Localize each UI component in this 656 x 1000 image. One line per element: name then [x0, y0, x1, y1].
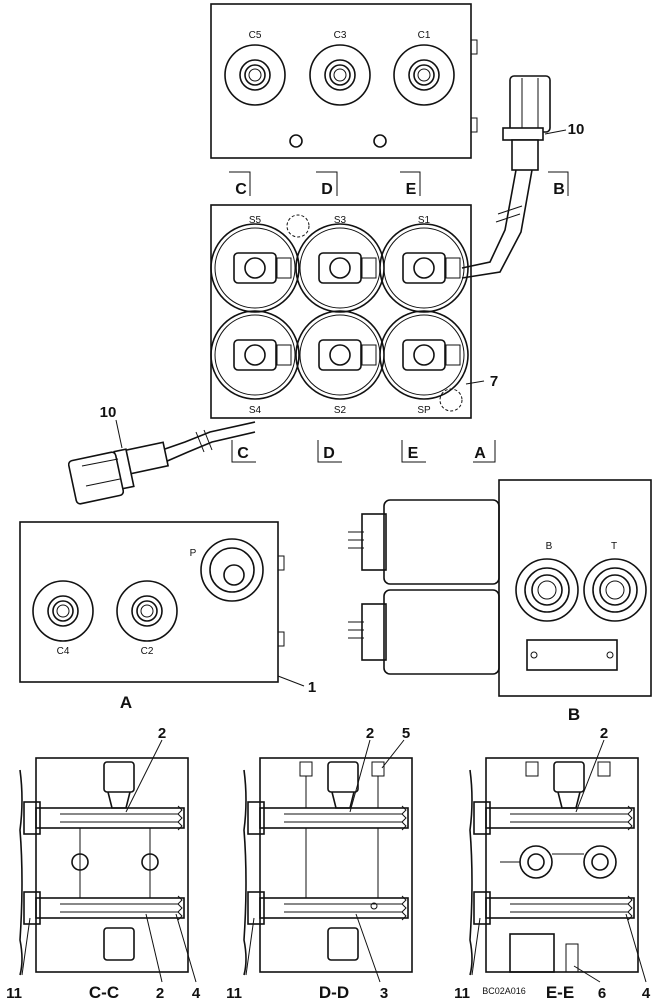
section-arrows-top: C D E B [229, 171, 569, 198]
port-c5 [224, 44, 286, 106]
solenoid-block-view: S5 S3 S1 S4 S2 SP 7 [210, 204, 498, 419]
callout-2: 2 [600, 725, 608, 742]
port-c1 [393, 44, 455, 106]
section-arrow-label: C [235, 181, 247, 198]
view-b: B T B [348, 479, 652, 724]
port-label-c5: C5 [249, 30, 262, 41]
port-c4 [32, 580, 94, 642]
callout-10-upper: 10 [568, 121, 585, 138]
port-label-b: B [546, 541, 553, 552]
nameplate [526, 639, 618, 671]
port-label-t: T [611, 541, 617, 552]
callout-1: 1 [308, 679, 316, 696]
solenoid-s3 [295, 223, 385, 313]
solenoid-s4 [210, 310, 300, 400]
spool-lower [23, 891, 185, 925]
callout-11: 11 [454, 985, 470, 1000]
mount-hole [289, 134, 303, 148]
solenoid-label: SP [417, 405, 431, 416]
callout-10-lower: 10 [100, 404, 117, 421]
view-a: P C4 C2 1 A [19, 521, 316, 712]
view-a-title: A [120, 693, 132, 712]
solenoid-label: S5 [249, 215, 262, 226]
section-dd-title: D-D [319, 983, 349, 1000]
section-ee: 2 11 6 4 E-E [454, 725, 651, 1000]
connector-upper: 10 [461, 75, 585, 279]
port-c2 [116, 580, 178, 642]
callout-11: 11 [226, 985, 242, 1000]
callout-5: 5 [402, 725, 410, 742]
solenoid-label: S1 [418, 215, 431, 226]
solenoid-label: S3 [334, 215, 347, 226]
port-label-p: P [190, 548, 197, 559]
section-arrow-label: D [321, 181, 333, 198]
solenoid-label: S2 [334, 405, 347, 416]
section-dd: 2 5 11 3 D-D [226, 725, 413, 1000]
callout-2: 2 [366, 725, 374, 742]
callout-11: 11 [6, 985, 22, 1000]
callout-7: 7 [490, 373, 498, 390]
section-cc-title: C-C [89, 983, 119, 1000]
connector-lower: 10 [67, 404, 256, 505]
port-label-c3: C3 [334, 30, 347, 41]
section-arrow-label: A [474, 445, 486, 462]
drawing-code: BC02A016 [482, 986, 526, 996]
spool-upper [23, 801, 185, 835]
section-arrow-label: E [408, 445, 419, 462]
solenoid-s5 [210, 223, 300, 313]
callout-2: 2 [158, 725, 166, 742]
port-label-c4: C4 [57, 646, 70, 657]
solenoid-s2 [295, 310, 385, 400]
section-ee-title: E-E [546, 983, 574, 1000]
port-t [583, 558, 647, 622]
solenoid-sp [379, 310, 469, 400]
port-label-c1: C1 [418, 30, 431, 41]
port-b [515, 558, 579, 622]
section-arrows-bottom: C D E A [231, 440, 496, 463]
callout-6: 6 [598, 985, 606, 1000]
callout-2: 2 [156, 985, 164, 1000]
section-cc: 2 11 2 4 C-C [6, 725, 201, 1000]
port-p [200, 538, 264, 602]
solenoid-label: S4 [249, 405, 262, 416]
port-label-c2: C2 [141, 646, 154, 657]
section-arrow-label: D [323, 445, 335, 462]
solenoid-s1 [379, 223, 469, 313]
port-c3 [309, 44, 371, 106]
section-arrow-label: B [553, 181, 565, 198]
section-arrow-label: E [406, 181, 417, 198]
mount-hole [373, 134, 387, 148]
top-view: C5 C3 C1 [210, 3, 478, 159]
view-b-title: B [568, 705, 580, 724]
section-arrow-label: C [237, 445, 249, 462]
callout-3: 3 [380, 985, 388, 1000]
callout-4: 4 [192, 985, 201, 1000]
callout-4: 4 [642, 985, 651, 1000]
